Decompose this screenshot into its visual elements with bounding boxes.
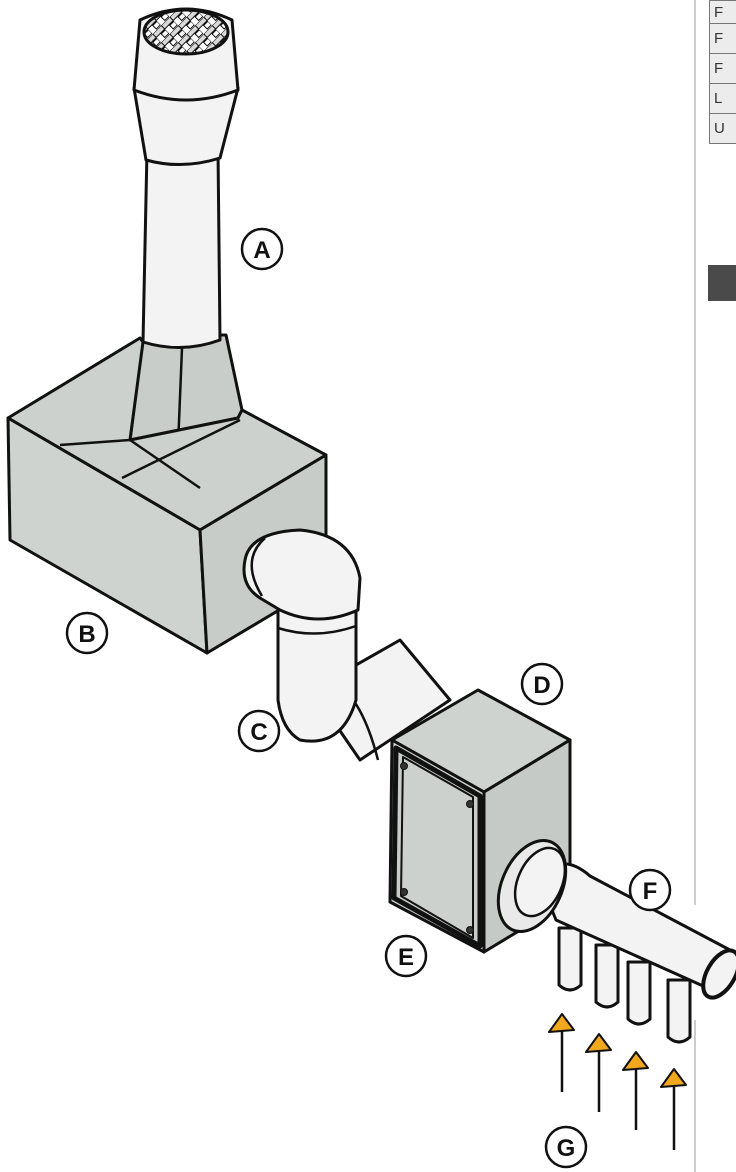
callout-f: F (628, 868, 672, 912)
table-cell: F (709, 53, 736, 84)
callout-a: A (240, 227, 284, 271)
callout-e: E (384, 934, 428, 978)
table-row: F (709, 23, 736, 54)
table-row: U (709, 113, 736, 144)
table-row: F (709, 53, 736, 84)
callout-g-text: G (557, 1135, 576, 1162)
cabinet-access-door (391, 745, 483, 949)
callout-b: B (65, 611, 109, 655)
table-cell: F (709, 0, 736, 24)
callout-c-text: C (250, 719, 267, 746)
header-pipe (496, 838, 736, 1044)
callout-g: G (544, 1125, 588, 1169)
callout-b-text: B (78, 621, 95, 648)
callout-d: D (520, 662, 564, 706)
callout-c: C (237, 709, 281, 753)
callout-a-text: A (253, 237, 270, 264)
side-legend-table: F F F L U (709, 0, 736, 144)
table-row: F (709, 0, 736, 24)
side-dark-block (708, 265, 736, 301)
stack-pipe (128, 7, 244, 447)
connecting-duct (242, 528, 452, 762)
callout-d-text: D (533, 672, 550, 699)
table-cell: F (709, 23, 736, 54)
table-cell: L (709, 83, 736, 114)
plenum-box (6, 336, 328, 655)
callout-e-text: E (398, 944, 414, 971)
airflow-arrows (548, 1013, 687, 1150)
table-cell: U (709, 113, 736, 144)
callout-f-text: F (643, 878, 658, 905)
table-row: L (709, 83, 736, 114)
